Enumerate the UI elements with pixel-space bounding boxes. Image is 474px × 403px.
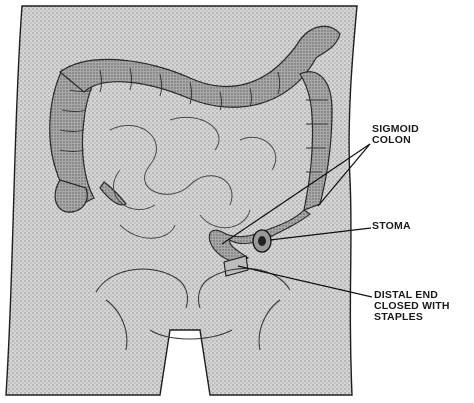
- label-stoma: STOMA: [372, 221, 411, 232]
- label-distal-line3: STAPLES: [374, 312, 450, 323]
- label-stoma-text: STOMA: [372, 221, 411, 232]
- label-distal-end: DISTAL END CLOSED WITH STAPLES: [374, 290, 450, 323]
- label-sigmoid-line2: COLON: [372, 135, 419, 146]
- label-sigmoid-colon: SIGMOID COLON: [372, 124, 419, 146]
